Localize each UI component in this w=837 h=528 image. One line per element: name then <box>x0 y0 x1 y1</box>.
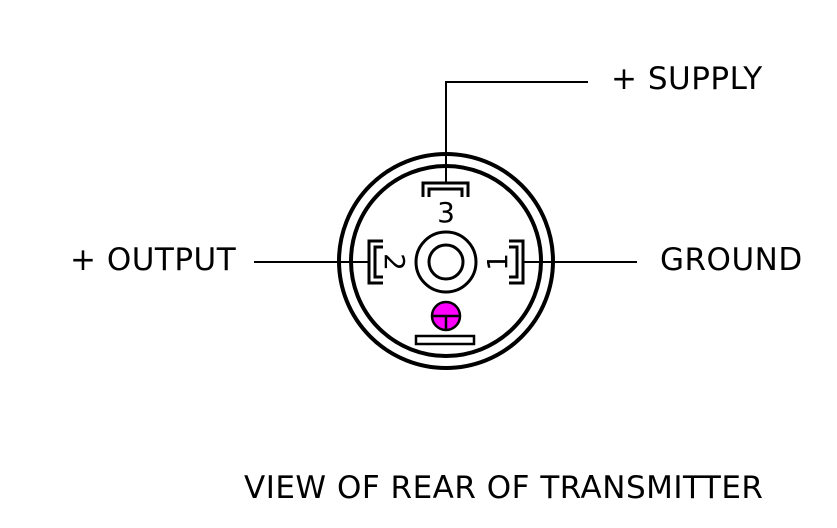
center-post-outer <box>414 230 478 294</box>
center-post-inner <box>427 243 465 281</box>
key-pin-marker <box>432 314 460 330</box>
supply-label: + SUPPLY <box>611 61 763 97</box>
supply-leader-line <box>445 81 588 183</box>
pin-1-number: 1 <box>481 253 514 271</box>
key-bar <box>414 334 476 346</box>
pin-3-bracket <box>421 181 470 197</box>
pin-2-number: 2 <box>378 253 411 271</box>
pin-3-number: 3 <box>437 196 455 229</box>
output-label: + OUTPUT <box>70 242 237 278</box>
ground-label: GROUND <box>660 242 803 278</box>
diagram-caption: VIEW OF REAR OF TRANSMITTER <box>244 470 764 506</box>
